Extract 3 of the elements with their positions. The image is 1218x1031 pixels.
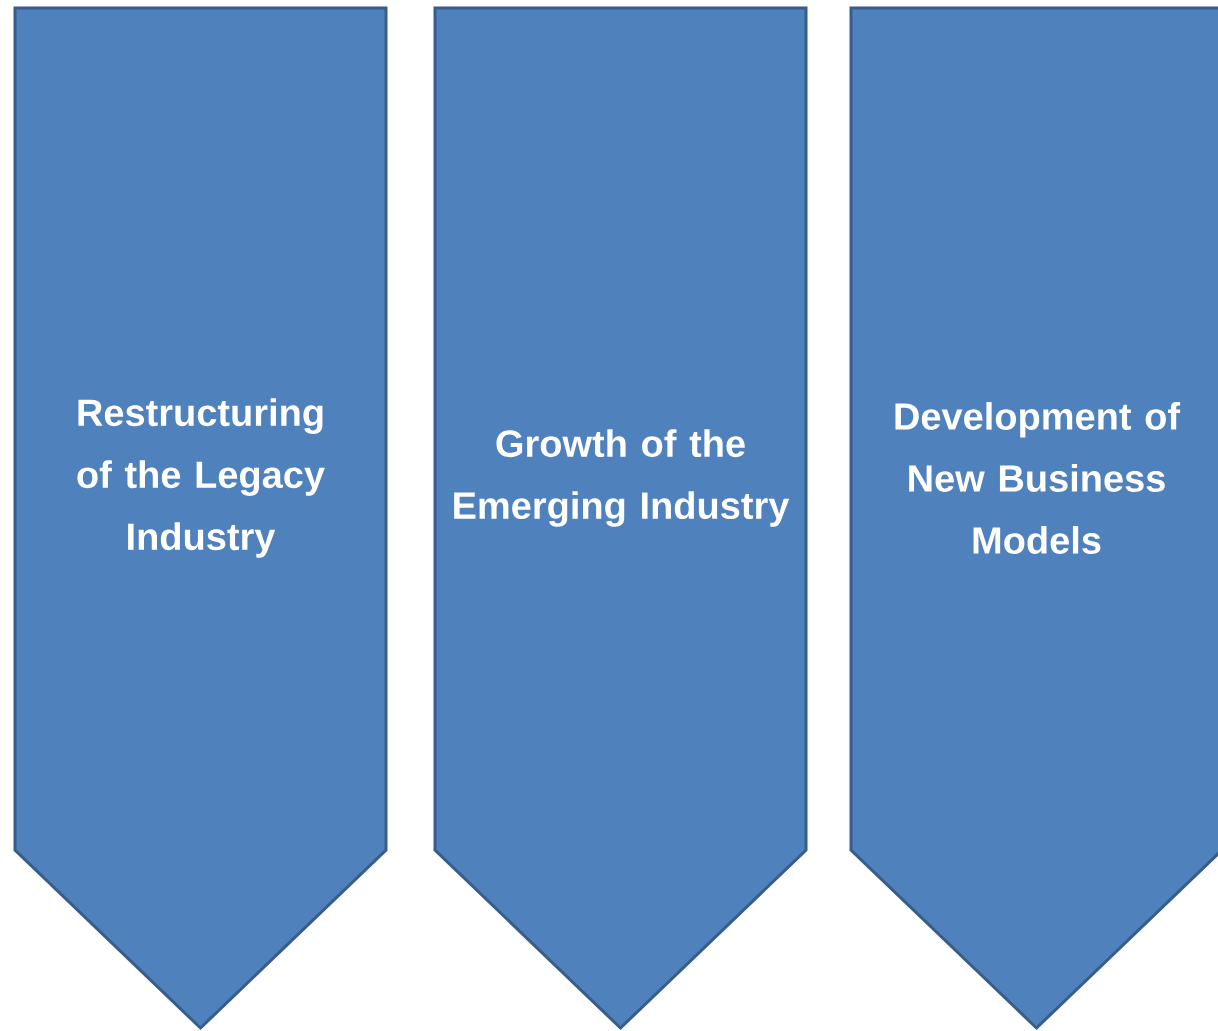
chevron-box: Growth of the Emerging Industry bbox=[433, 6, 808, 1031]
chevron-box: Development of New Business Models bbox=[849, 6, 1218, 1031]
chevron-box: Restructuring of the Legacy Industry bbox=[13, 6, 388, 1031]
